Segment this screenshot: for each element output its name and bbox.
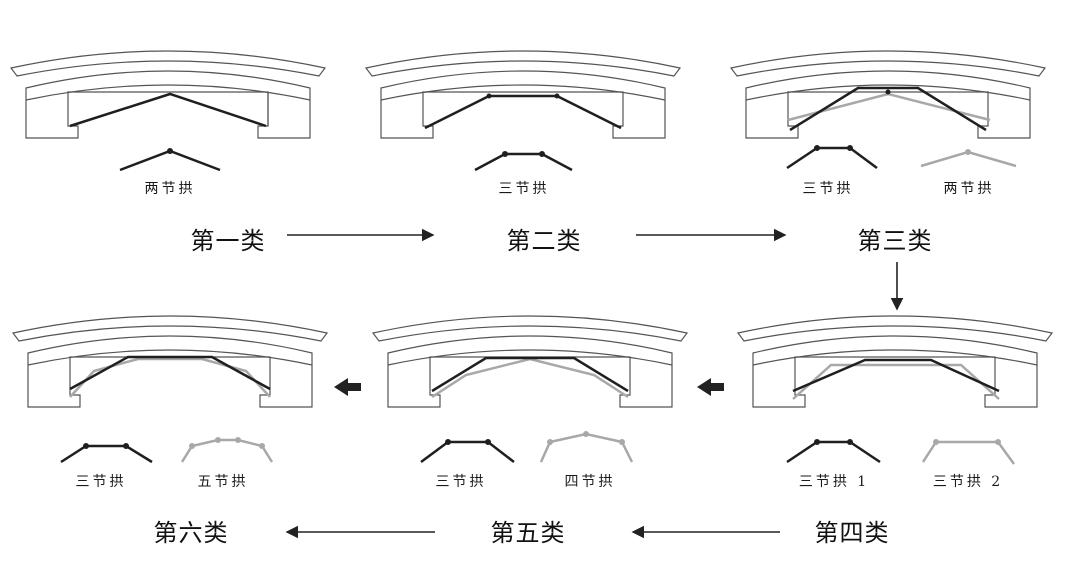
secondary-arch-rib: [69, 357, 271, 398]
arch-rib: [69, 355, 271, 391]
caption-three-segment-arch: 三节拱: [802, 181, 854, 197]
caption-two-segment-arch: 两节拱: [144, 181, 196, 197]
arch-rib: [789, 86, 987, 132]
arch-rib: [424, 94, 622, 130]
caption-five-segment-arch: 五节拱: [197, 474, 249, 490]
arch-schematic-1: [119, 148, 221, 172]
caption-three-segment-arch-2: 三节拱 2: [932, 474, 1004, 490]
caption-three-segment-arch: 三节拱: [498, 181, 550, 197]
bridge-diagram-6: [11, 315, 329, 408]
arch-schematic-4a: [786, 439, 881, 464]
class-label-1: 第一类: [190, 227, 266, 255]
caption-three-segment-arch: 三节拱: [75, 474, 127, 490]
bridge-diagram-1: [9, 50, 327, 139]
bridge-diagram-4: [736, 315, 1054, 408]
caption-three-segment-arch: 三节拱: [435, 474, 487, 490]
block-arrow-left-4-to-5: [697, 378, 724, 396]
bridge-body: [25, 70, 311, 139]
bridge-diagram-3: [729, 50, 1047, 139]
arch-schematic-6a: [60, 443, 153, 464]
arch-schematic-4b: [921, 439, 1016, 465]
class-label-3: 第三类: [857, 227, 933, 255]
caption-two-segment-arch: 两节拱: [943, 181, 995, 197]
bridge-diagram-2: [364, 50, 682, 139]
class-label-6: 第六类: [153, 519, 229, 547]
arch-schematic-6b: [180, 437, 274, 463]
caption-four-segment-arch: 四节拱: [564, 474, 616, 490]
class-label-4: 第四类: [814, 519, 890, 547]
class-label-2: 第二类: [506, 227, 582, 255]
arch-schematic-3a: [786, 145, 878, 170]
class-label-5: 第五类: [490, 519, 566, 547]
block-arrow-left-5-to-6: [334, 378, 361, 396]
arch-schematic-5b: [539, 431, 634, 463]
caption-three-segment-arch-1: 三节拱 1: [798, 474, 870, 490]
arch-schematic-5a: [420, 439, 515, 464]
bridge-diagram-5: [371, 315, 689, 408]
bridge-deck: [9, 50, 327, 77]
arch-schematic-3b: [920, 149, 1017, 168]
arch-rib: [792, 358, 1000, 393]
arch-rib: [69, 92, 267, 128]
arch-rib: [431, 356, 629, 393]
arch-schematic-2: [474, 151, 573, 172]
